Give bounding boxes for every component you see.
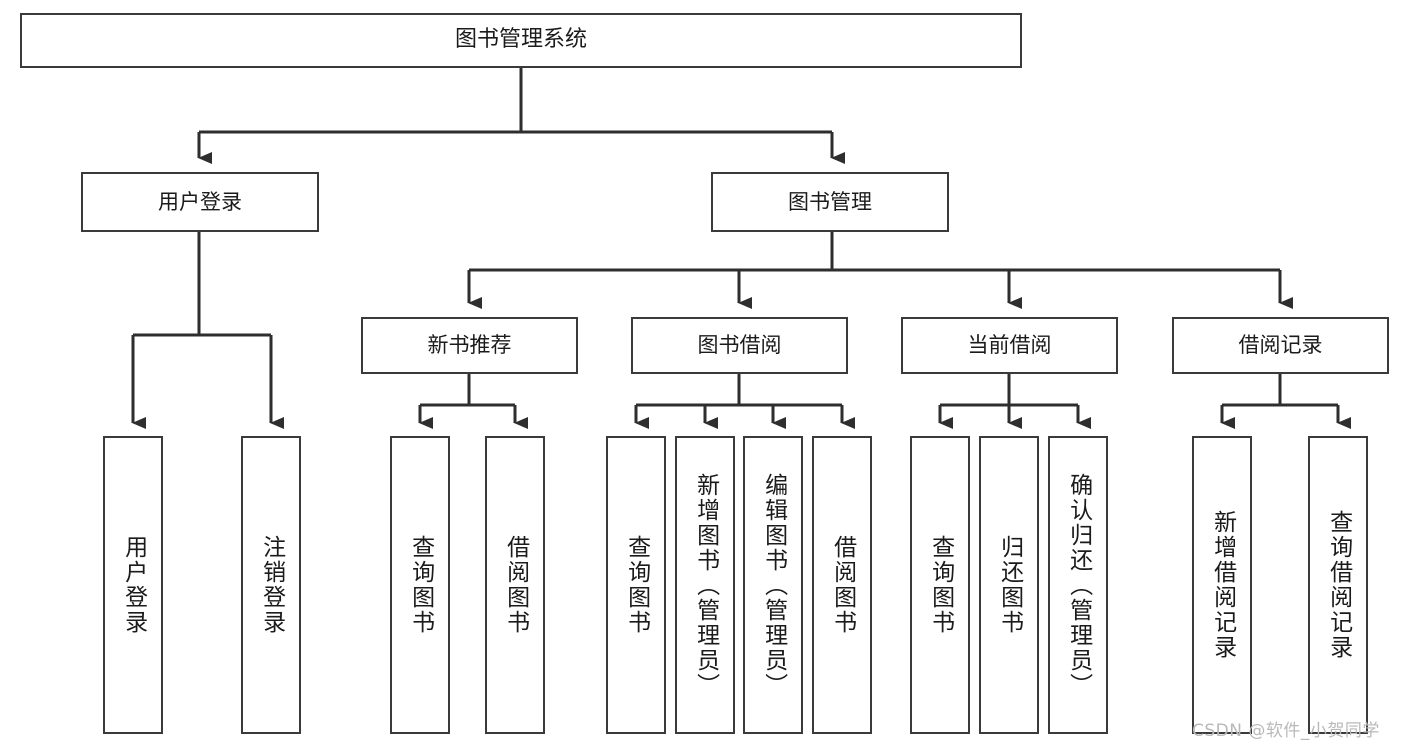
node-label: 查询图书 bbox=[407, 535, 434, 635]
node-label: 查询图书 bbox=[927, 535, 954, 635]
leaf-logout[interactable]: 注销登录 bbox=[241, 436, 301, 734]
node-label: 图书借阅 bbox=[697, 333, 782, 358]
node-label: 借阅记录 bbox=[1238, 333, 1323, 358]
leaf-add-book-admin[interactable]: 新增图书（管理员） bbox=[675, 436, 735, 734]
leaf-borrow-book[interactable]: 借阅图书 bbox=[812, 436, 872, 734]
node-label: 新书推荐 bbox=[427, 333, 512, 358]
node-label: 归还图书 bbox=[996, 535, 1023, 635]
node-book-management[interactable]: 图书管理 bbox=[711, 172, 949, 232]
node-book-borrow[interactable]: 图书借阅 bbox=[631, 317, 848, 374]
node-label: 确认归还（管理员） bbox=[1065, 472, 1092, 698]
node-user-login[interactable]: 用户登录 bbox=[81, 172, 319, 232]
node-current-borrow[interactable]: 当前借阅 bbox=[901, 317, 1118, 374]
node-root[interactable]: 图书管理系统 bbox=[20, 13, 1022, 68]
csdn-watermark: CSDN @软件_小贺同学 bbox=[1192, 721, 1380, 741]
leaf-add-borrow-record[interactable]: 新增借阅记录 bbox=[1192, 436, 1252, 734]
leaf-query-book-recommend[interactable]: 查询图书 bbox=[390, 436, 450, 734]
leaf-borrow-book-recommend[interactable]: 借阅图书 bbox=[485, 436, 545, 734]
node-label: 新增借阅记录 bbox=[1209, 510, 1236, 660]
node-label: 注销登录 bbox=[258, 535, 285, 635]
leaf-query-borrow-record[interactable]: 查询借阅记录 bbox=[1308, 436, 1368, 734]
leaf-user-login[interactable]: 用户登录 bbox=[103, 436, 163, 734]
node-borrow-records[interactable]: 借阅记录 bbox=[1172, 317, 1389, 374]
leaf-return-book[interactable]: 归还图书 bbox=[979, 436, 1039, 734]
node-label: 借阅图书 bbox=[502, 535, 529, 635]
leaf-edit-book-admin[interactable]: 编辑图书（管理员） bbox=[743, 436, 803, 734]
node-label: 用户登录 bbox=[120, 535, 147, 635]
node-label: 新增图书（管理员） bbox=[692, 472, 719, 698]
leaf-confirm-return-admin[interactable]: 确认归还（管理员） bbox=[1048, 436, 1108, 734]
leaf-query-book-borrow[interactable]: 查询图书 bbox=[606, 436, 666, 734]
leaf-query-book-current[interactable]: 查询图书 bbox=[910, 436, 970, 734]
node-label: 借阅图书 bbox=[829, 535, 856, 635]
node-label: 图书管理 bbox=[788, 189, 872, 214]
node-label: 当前借阅 bbox=[967, 333, 1052, 358]
node-label: 用户登录 bbox=[158, 189, 242, 214]
node-label: 编辑图书（管理员） bbox=[760, 472, 787, 698]
node-label: 查询图书 bbox=[623, 535, 650, 635]
node-label: 图书管理系统 bbox=[454, 27, 587, 53]
node-new-book-recommend[interactable]: 新书推荐 bbox=[361, 317, 578, 374]
node-label: 查询借阅记录 bbox=[1325, 510, 1352, 660]
